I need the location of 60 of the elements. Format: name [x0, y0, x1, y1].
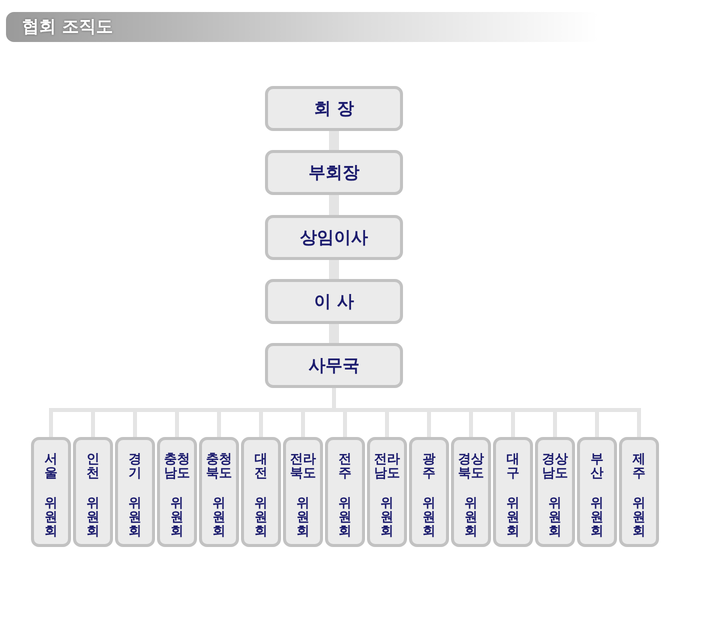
committee-box — [157, 437, 197, 547]
region-name: 전주 — [338, 453, 352, 482]
position-label: 회 장 — [314, 98, 354, 118]
committee-box — [325, 437, 365, 547]
committee-label: 위원회 — [338, 496, 352, 540]
region-name: 제주 — [632, 453, 646, 482]
committee-box — [31, 437, 71, 547]
committee-label: 위원회 — [464, 496, 478, 540]
committee-box — [577, 437, 617, 547]
committee-label: 위원회 — [170, 496, 184, 540]
committee-box — [241, 437, 281, 547]
committee-box — [535, 437, 575, 547]
committee-label: 위원회 — [128, 496, 142, 540]
position-label: 부회장 — [308, 162, 360, 182]
committee-box — [115, 437, 155, 547]
committee-box — [367, 437, 407, 547]
region-name: 인천 — [86, 453, 100, 482]
region-name: 경상북도 — [458, 453, 484, 482]
region-name: 경기 — [128, 453, 142, 482]
committee-label: 위원회 — [212, 496, 226, 540]
position-label: 이 사 — [314, 292, 354, 312]
region-name: 대구 — [506, 453, 520, 482]
region-name: 전라남도 — [374, 453, 400, 482]
committee-label: 위원회 — [632, 496, 646, 540]
position-label: 상임이사 — [300, 228, 368, 248]
region-name: 서울 — [44, 453, 58, 482]
region-name: 경상남도 — [542, 453, 568, 482]
committee-box — [199, 437, 239, 547]
committee-label: 위원회 — [254, 496, 268, 540]
committee-label: 위원회 — [380, 496, 394, 540]
committee-box — [493, 437, 533, 547]
region-name: 부산 — [590, 453, 604, 482]
connector-line — [329, 324, 339, 343]
committee-box — [409, 437, 449, 547]
committee-box — [451, 437, 491, 547]
committee-label: 위원회 — [422, 496, 436, 540]
region-name: 광주 — [422, 453, 436, 482]
region-name: 대전 — [254, 453, 268, 482]
position-box — [265, 279, 403, 324]
committee-label: 위원회 — [590, 496, 604, 540]
position-box — [265, 215, 403, 260]
position-label: 사무국 — [308, 356, 360, 376]
connector-line — [329, 131, 339, 150]
region-name: 전라북도 — [290, 453, 316, 482]
committee-label: 위원회 — [506, 496, 520, 540]
committee-box — [283, 437, 323, 547]
committee-label: 위원회 — [86, 496, 100, 540]
position-box — [265, 86, 403, 131]
region-name: 충청남도 — [164, 453, 190, 482]
committee-label: 위원회 — [296, 496, 310, 540]
position-box — [265, 150, 403, 195]
diagram-title: 협회 조직도 — [22, 16, 113, 38]
connector-line — [329, 195, 339, 215]
connector-line — [329, 260, 339, 279]
position-box — [265, 343, 403, 388]
committee-label: 위원회 — [548, 496, 562, 540]
committee-label: 위원회 — [44, 496, 58, 540]
committee-box — [73, 437, 113, 547]
region-name: 충청북도 — [206, 453, 232, 482]
committee-box — [619, 437, 659, 547]
